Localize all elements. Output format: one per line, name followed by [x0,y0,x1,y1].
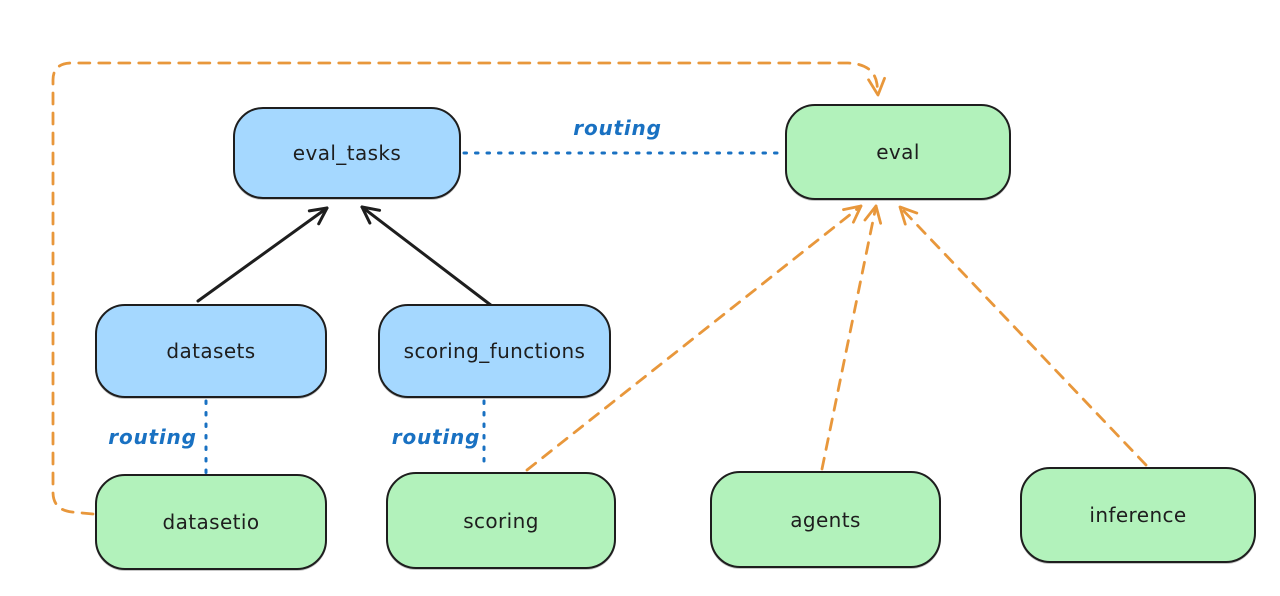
node-datasetio-label: datasetio [162,510,260,534]
routing-label-datasets-datasetio: routing [108,425,197,449]
node-scoring: scoring [386,472,616,569]
node-agents: agents [710,471,941,568]
node-inference: inference [1020,467,1256,563]
edge-inference-to-eval [898,205,1148,467]
edge-scoring-to-eval [525,204,863,472]
edge-scoring-functions-to-eval-tasks [360,205,494,308]
edge-datasets-to-eval-tasks [196,206,329,303]
edge-inference-agents-to-eval [820,204,883,471]
node-eval: eval [785,104,1011,200]
node-scoring-functions: scoring_functions [378,304,611,398]
routing-label-scoring-functions-scoring: routing [391,425,481,449]
node-agents-label: agents [790,507,861,532]
node-scoring-label: scoring [463,508,539,533]
node-datasets-label: datasets [166,339,256,363]
node-scoring-functions-label: scoring_functions [403,339,586,363]
node-eval-label: eval [876,140,920,164]
routing-label-eval-tasks-eval: routing [573,116,662,140]
node-inference-label: inference [1089,503,1187,527]
node-eval-tasks: eval_tasks [233,107,461,199]
edge-datasetio-to-eval [51,61,886,516]
node-datasets: datasets [95,304,327,398]
node-datasetio: datasetio [95,474,327,570]
node-eval-tasks-label: eval_tasks [292,141,402,165]
